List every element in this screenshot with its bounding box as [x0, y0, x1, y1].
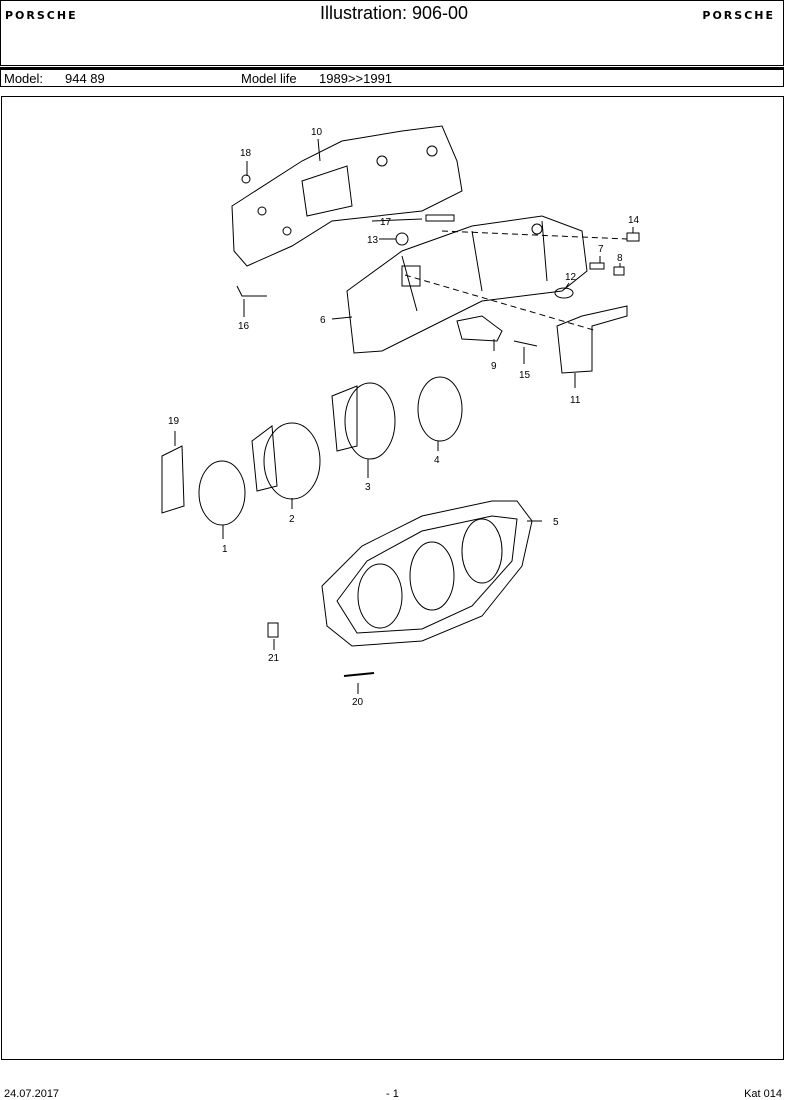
- exploded-parts-diagram: 1 2 3 4 5 6 7 8 9 10 11 12 13 14 15 16 1…: [1, 96, 784, 1060]
- part-4-gauge: [417, 376, 463, 442]
- footer-date: 24.07.2017: [4, 1088, 60, 1100]
- part-13-bulb-holder: [395, 232, 409, 246]
- callout-21: 21: [268, 653, 280, 664]
- model-life-value: 1989>>1991: [319, 71, 393, 86]
- callout-15: 15: [519, 370, 531, 381]
- callout-1: 1: [222, 544, 228, 555]
- part-15-screw: [513, 340, 538, 347]
- part-5-cluster-frame: [321, 500, 533, 647]
- part-10-circuit-plate: [231, 125, 463, 267]
- footer-catalog: Kat 014: [744, 1088, 782, 1100]
- part-6-housing: [346, 215, 588, 354]
- callout-9: 9: [491, 361, 497, 372]
- callout-17: 17: [380, 217, 392, 228]
- part-19-plate: [161, 445, 185, 514]
- callout-5: 5: [553, 517, 559, 528]
- part-1-gauge: [198, 460, 246, 526]
- callout-10: 10: [311, 127, 323, 138]
- callout-16: 16: [238, 321, 250, 332]
- callout-2: 2: [289, 514, 295, 525]
- header: PORSCHE Illustration: 906-00 PORSCHE: [0, 0, 784, 66]
- part-8-bulb: [613, 266, 625, 276]
- part-18-fastener: [241, 174, 251, 184]
- part-16-clip: [236, 285, 267, 297]
- model-life-label: Model life: [241, 71, 297, 86]
- instrument-cluster-drawing: 1 2 3 4 5 6 7 8 9 10 11 12 13 14 15 16 1…: [161, 125, 640, 708]
- part-14-bulb: [626, 232, 640, 242]
- porsche-logo-left: PORSCHE: [5, 9, 78, 22]
- footer-page-number: - 1: [386, 1088, 399, 1100]
- callout-12: 12: [565, 272, 577, 283]
- model-label: Model:: [4, 71, 44, 86]
- callout-20: 20: [352, 697, 364, 708]
- model-bar: Model: 944 89 Model life 1989>>1991: [0, 67, 784, 87]
- callout-19: 19: [168, 416, 180, 427]
- model-value: 944 89: [65, 71, 105, 86]
- part-9-bracket: [456, 315, 503, 342]
- part-21-nut: [267, 622, 279, 638]
- part-17-strip: [425, 214, 455, 222]
- callout-6: 6: [320, 315, 326, 326]
- part-20-bolt: [343, 672, 375, 677]
- callout-3: 3: [365, 482, 371, 493]
- callout-7: 7: [598, 244, 604, 255]
- callout-4: 4: [434, 455, 440, 466]
- callout-13: 13: [367, 235, 379, 246]
- part-3-tachometer: [344, 382, 396, 460]
- part-7-bulb: [589, 262, 605, 270]
- callout-18: 18: [240, 148, 252, 159]
- part-11-board: [556, 305, 628, 374]
- callout-8: 8: [617, 253, 623, 264]
- illustration-title: Illustration: 906-00: [319, 3, 469, 23]
- callout-14: 14: [628, 215, 640, 226]
- part-12-gasket: [554, 287, 574, 299]
- callout-labels: 1 2 3 4 5 6 7 8 9 10 11 12 13 14 15 16 1…: [168, 127, 640, 708]
- callout-11: 11: [570, 395, 581, 406]
- porsche-logo-right: PORSCHE: [702, 9, 775, 22]
